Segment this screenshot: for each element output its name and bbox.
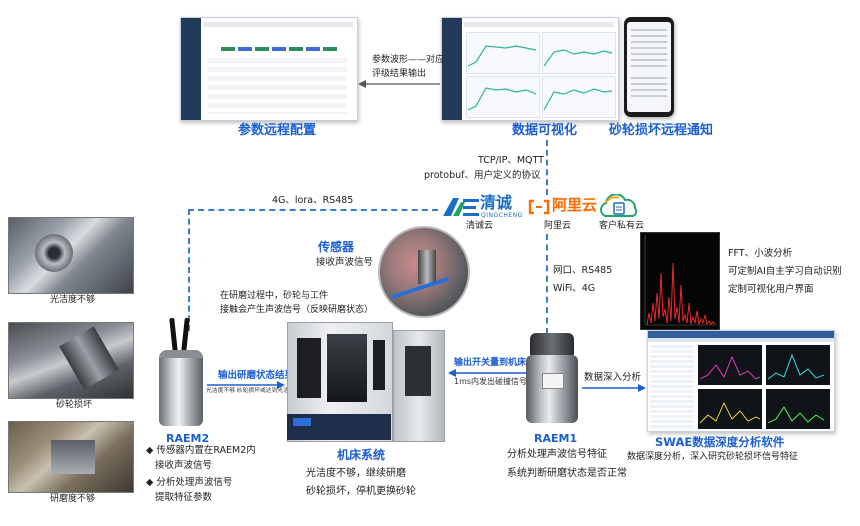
process-note-line1: 在研磨过程中，砂轮与工件 (220, 291, 329, 301)
remote-config-screenshot (180, 17, 358, 121)
raem2-bullet-1-cont: 接收声波信号 (155, 460, 213, 471)
wheel-notice-label: 砂轮损坏远程通知 (609, 123, 714, 138)
aliyun-logo-icon (528, 199, 550, 215)
machine-line-2: 砂轮损坏，停机更换砂轮 (306, 486, 416, 497)
raem1-switch-arrow (448, 369, 532, 377)
swae-feature-3: 定制可视化用户界面 (728, 284, 814, 295)
left-network-link-v (188, 209, 190, 331)
raem2-output-arrow (207, 381, 285, 389)
process-note-line2: 接触会产生声波信号（反映研磨状态） (220, 305, 374, 315)
raem1-device (524, 333, 580, 425)
left-caption-1: 光洁度不够 (50, 295, 96, 305)
machine-tool-image (287, 322, 445, 442)
machine-line-1: 光洁度不够，继续研磨 (306, 468, 406, 479)
aliyun-name: 阿里云 (552, 196, 598, 214)
grind-depth-photo (8, 421, 134, 493)
protocol-line2: protobuf、用户定义的协议 (424, 170, 541, 181)
raem1-name: RAEM1 (534, 432, 578, 445)
qingcheng-logo-icon (443, 198, 479, 216)
sensor-photo (378, 226, 470, 318)
qingcheng-name: 清诚 (480, 193, 513, 212)
right-link-line1: 网口、RS485 (553, 265, 613, 276)
wheel-damage-photo (8, 322, 134, 399)
wave-note-line1: 参数波形——对应 (372, 55, 445, 65)
raem2-output-sub: 光洁度不够 砂轮损坏或达到光洁度等 (206, 388, 301, 394)
wave-output-arrow (358, 80, 440, 88)
qingcheng-caption: 清诚云 (466, 221, 494, 231)
raem1-line-1: 分析处理声波信号特征 (507, 449, 607, 460)
swae-feature-1: FFT、小波分析 (728, 248, 793, 259)
qingcheng-pinyin: QINGCHENG (481, 212, 523, 219)
phone-notification-screenshot (624, 17, 674, 117)
fft-spectrum-panel (640, 232, 720, 330)
right-link-line2: WiFi、4G (553, 283, 596, 294)
raem2-bullet-2-text: 分析处理声波信号 (156, 477, 233, 488)
aliyun-caption: 阿里云 (544, 221, 572, 231)
cloud-dashboard-link (546, 140, 548, 195)
swae-title: SWAE数据深度分析软件 (655, 435, 785, 449)
raem2-device (155, 317, 205, 428)
raem2-bullet-1-text: 传感器内置在RAEM2内 (156, 445, 256, 456)
left-link-label: 4G、lora、RS485 (272, 195, 354, 206)
surface-finish-photo (8, 217, 134, 294)
swae-software-screenshot (647, 330, 835, 432)
raem2-bullet-1: ◆ 传感器内置在RAEM2内 (146, 445, 256, 456)
private-cloud-caption: 客户私有云 (599, 221, 645, 231)
protocol-line1: TCP/IP、MQTT (478, 155, 544, 166)
remote-config-label: 参数远程配置 (238, 123, 317, 138)
raem2-bullet-2-cont: 提取特征参数 (155, 492, 213, 503)
deep-analysis-label: 数据深入分析 (584, 372, 642, 383)
left-caption-3: 研磨度不够 (50, 494, 96, 504)
swae-subtitle: 数据深度分析，深入研究砂轮损坏信号特征 (627, 452, 799, 462)
raem1-line-2: 系统判断研磨状态是否正常 (507, 468, 627, 479)
deep-analysis-arrow (582, 384, 646, 392)
right-network-link (546, 234, 548, 334)
raem2-name: RAEM2 (166, 432, 210, 445)
machine-title: 机床系统 (337, 448, 386, 462)
sensor-subtitle: 接收声波信号 (316, 257, 374, 268)
left-caption-2: 砂轮损坏 (56, 400, 93, 410)
raem2-output-label: 输出研磨状态结果 (218, 370, 295, 381)
raem1-switch-label: 输出开关量到机床 (454, 358, 527, 368)
data-visualization-screenshot (441, 17, 619, 121)
raem2-bullet-2: ◆ 分析处理声波信号 (146, 477, 233, 488)
private-cloud-icon (600, 194, 638, 217)
wave-note-line2: 评级结果输出 (372, 69, 427, 79)
swae-feature-2: 可定制AI自主学习自动识别 (728, 266, 842, 277)
left-network-link-h (188, 209, 438, 211)
sensor-title: 传感器 (318, 240, 355, 254)
raem1-switch-sub: 1ms内发出碰撞信号 (454, 377, 528, 386)
data-visual-label: 数据可视化 (512, 123, 578, 138)
